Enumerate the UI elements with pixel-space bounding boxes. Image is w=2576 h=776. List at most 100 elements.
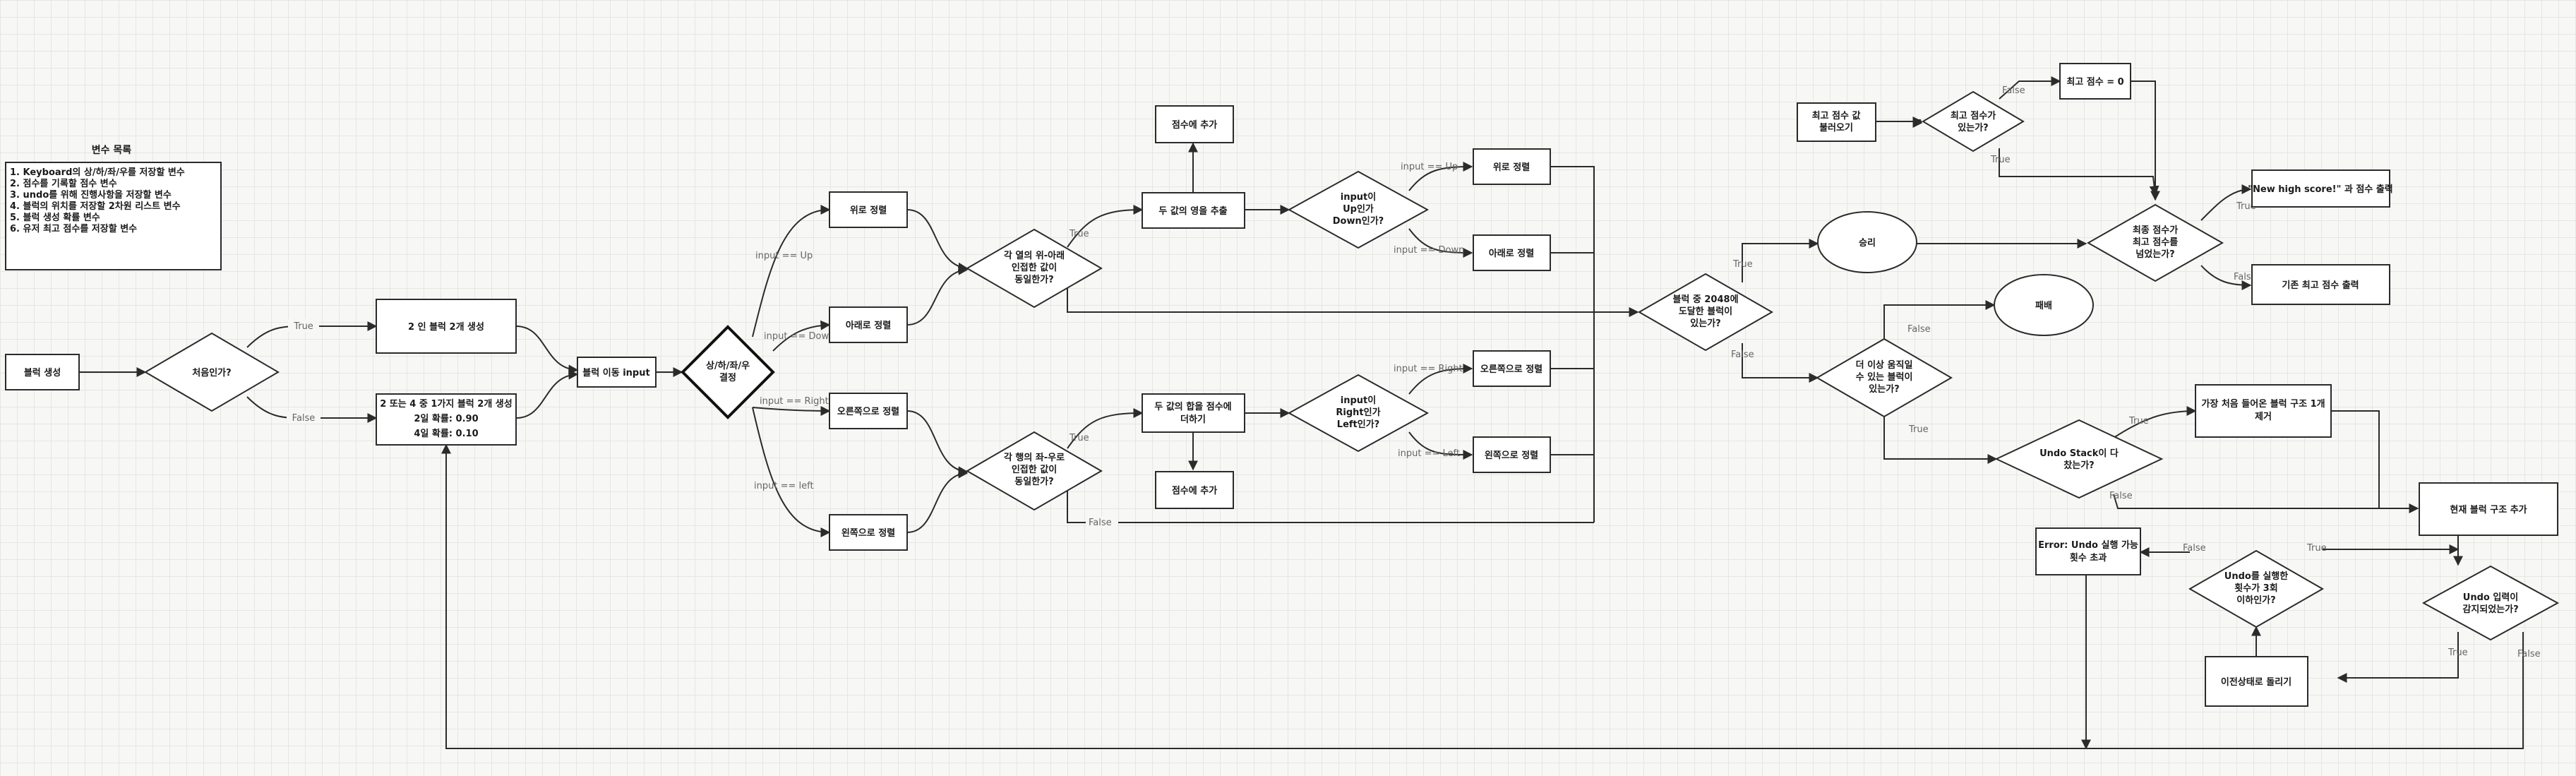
high-score-zero-text: 최고 점수 = 0 xyxy=(2066,77,2123,88)
add-score-top-text: 점수에 추가 xyxy=(1172,119,1217,131)
final-gt-high-line-3: 넘었는가? xyxy=(2135,249,2174,260)
edge-dir-up xyxy=(752,205,831,338)
right-or-left-line-1: input이 xyxy=(1341,395,1376,406)
has-2048-line-1: 블럭 중 2048에 xyxy=(1672,294,1738,305)
label-input-right: input == Right xyxy=(760,396,829,407)
is-first-text: 처음인가? xyxy=(192,367,231,378)
edge-dir-down xyxy=(772,320,831,352)
edge-ud-down xyxy=(1408,228,1473,258)
right-or-left-line-2: Right인가 xyxy=(1336,407,1380,418)
label-count-true: True xyxy=(2306,543,2327,554)
spawn-two-twos-node xyxy=(376,299,517,354)
edge-rl-right xyxy=(1408,364,1473,395)
spawn-random-line-1: 2 또는 4 중 1가지 블럭 2개 생성 xyxy=(380,399,512,410)
undo-error-line-1: Error: Undo 실행 가능 xyxy=(2038,539,2138,551)
sort-down-node xyxy=(829,306,908,343)
label-has-true: True xyxy=(1990,155,2011,165)
edge-undo-true xyxy=(2337,632,2459,683)
edge-has-false xyxy=(1999,76,2061,100)
label-vs-true: True xyxy=(1069,229,1089,239)
label-stack-false: False xyxy=(2109,491,2133,501)
label-true: True xyxy=(293,321,313,332)
label-2048-false: False xyxy=(1731,350,1754,360)
label-has-false: False xyxy=(2002,85,2025,96)
edge-remove-to-add xyxy=(2331,410,2380,508)
edge-dir-right xyxy=(752,405,831,416)
dir-decide-decision xyxy=(681,325,775,419)
win-node xyxy=(1817,211,1917,273)
can-move-line-3: 있는가? xyxy=(1869,384,1899,395)
sort-right-2-node xyxy=(1473,350,1551,387)
edge-down-to-vs xyxy=(906,265,969,326)
edge-2048-false xyxy=(1742,343,1819,383)
label-false: False xyxy=(292,413,316,424)
up-or-down-decision xyxy=(1287,170,1430,249)
block-create-node xyxy=(5,354,80,390)
new-high-score-node xyxy=(2251,169,2390,208)
final-gt-high-line-1: 최종 점수가 xyxy=(2133,225,2178,236)
var-line-2: 2. 점수를 기록할 점수 변수 xyxy=(10,178,117,189)
label-stack-true: True xyxy=(2128,416,2149,426)
edge-up-to-vs xyxy=(906,209,969,273)
up-or-down-line-1: input이 xyxy=(1341,191,1376,203)
undo-count-line-1: Undo를 실행한 xyxy=(2224,571,2288,582)
win-text: 승리 xyxy=(1859,237,1876,249)
sort-down-2-text: 아래로 정렬 xyxy=(1489,248,1534,259)
vertical-same-line-2: 인접한 값이 xyxy=(1012,262,1057,273)
edge-hs-true xyxy=(1067,408,1144,449)
edge-stack-true xyxy=(2113,406,2197,438)
vertical-same-line-3: 동일한가? xyxy=(1014,274,1053,285)
is-first-decision xyxy=(144,332,280,412)
vertical-same-line-1: 각 열의 위-아래 xyxy=(1004,250,1065,261)
spawn-random-node xyxy=(376,393,517,446)
edge-vs-true xyxy=(1067,205,1144,248)
label-canmove-false: False xyxy=(1907,324,1931,335)
undo-stack-decision xyxy=(1994,419,2164,499)
edge-has-true xyxy=(1999,148,2159,196)
var-line-3: 3. undo를 위해 진행사항을 저장할 변수 xyxy=(10,189,172,201)
sum-value-node xyxy=(1142,393,1245,433)
sort-up-2-node xyxy=(1473,148,1551,185)
var-line-1: 1. Keyboard의 상/하/좌/우를 저장할 변수 xyxy=(10,167,185,178)
load-high-score-line-2: 불러오기 xyxy=(1819,122,1853,133)
label-final-true: True xyxy=(2236,201,2256,212)
high-score-zero-node xyxy=(2059,63,2131,100)
label-2048-true: True xyxy=(1732,259,1753,270)
sort-left-2-text: 왼쪽으로 정렬 xyxy=(1485,450,1538,461)
final-gt-high-decision xyxy=(2086,203,2224,282)
edge-ud-up xyxy=(1408,162,1473,191)
sort-down-text: 아래로 정렬 xyxy=(846,320,891,331)
edge-labels: True False input == Up input == Down inp… xyxy=(287,85,2541,659)
sort-left-text: 왼쪽으로 정렬 xyxy=(841,527,895,539)
sort-right-text: 오른쪽으로 정렬 xyxy=(837,406,899,417)
has-high-score-decision xyxy=(1922,90,2025,153)
add-current-text: 현재 블럭 구조 추가 xyxy=(2450,504,2527,515)
revert-prev-node xyxy=(2205,656,2308,707)
edge-zero-to-final xyxy=(2131,80,2160,201)
lose-node xyxy=(1994,274,2094,336)
undo-stack-line-1: Undo Stack이 다 xyxy=(2039,448,2119,459)
spawn-two-twos-text: 2 인 블럭 2개 생성 xyxy=(408,321,484,333)
sort-left-2-node xyxy=(1473,436,1551,473)
sort-up-text: 위로 정렬 xyxy=(850,205,887,216)
label-canmove-true: True xyxy=(1908,424,1929,435)
double-value-text: 두 값의 영을 추출 xyxy=(1158,205,1227,217)
undo-stack-line-2: 찼는가? xyxy=(2063,460,2094,471)
edge-rl-left xyxy=(1408,431,1473,460)
dir-decide-line-2: 결정 xyxy=(719,372,736,383)
undo-detected-line-2: 감지되었는가? xyxy=(2462,604,2518,615)
label-input-down: input == Down xyxy=(764,331,834,342)
label-input-up-2: input == Up xyxy=(1401,162,1458,172)
sort-right-2-text: 오른쪽으로 정렬 xyxy=(1480,364,1542,375)
undo-count-decision xyxy=(2188,549,2325,628)
sort-left-node xyxy=(829,514,908,551)
edge-right-to-hs xyxy=(906,410,969,477)
up-or-down-line-3: Down인가? xyxy=(1333,215,1384,227)
undo-count-line-2: 횟수가 3회 xyxy=(2234,583,2277,594)
has-high-score-line-1: 최고 점수가 xyxy=(1951,111,1996,121)
block-move-input-node xyxy=(577,357,657,388)
edge-final-false xyxy=(2200,265,2252,290)
new-high-score-text: "New high score!" 과 점수 출력 xyxy=(2248,184,2393,195)
revert-prev-text: 이전상태로 돌리기 xyxy=(2221,676,2292,688)
